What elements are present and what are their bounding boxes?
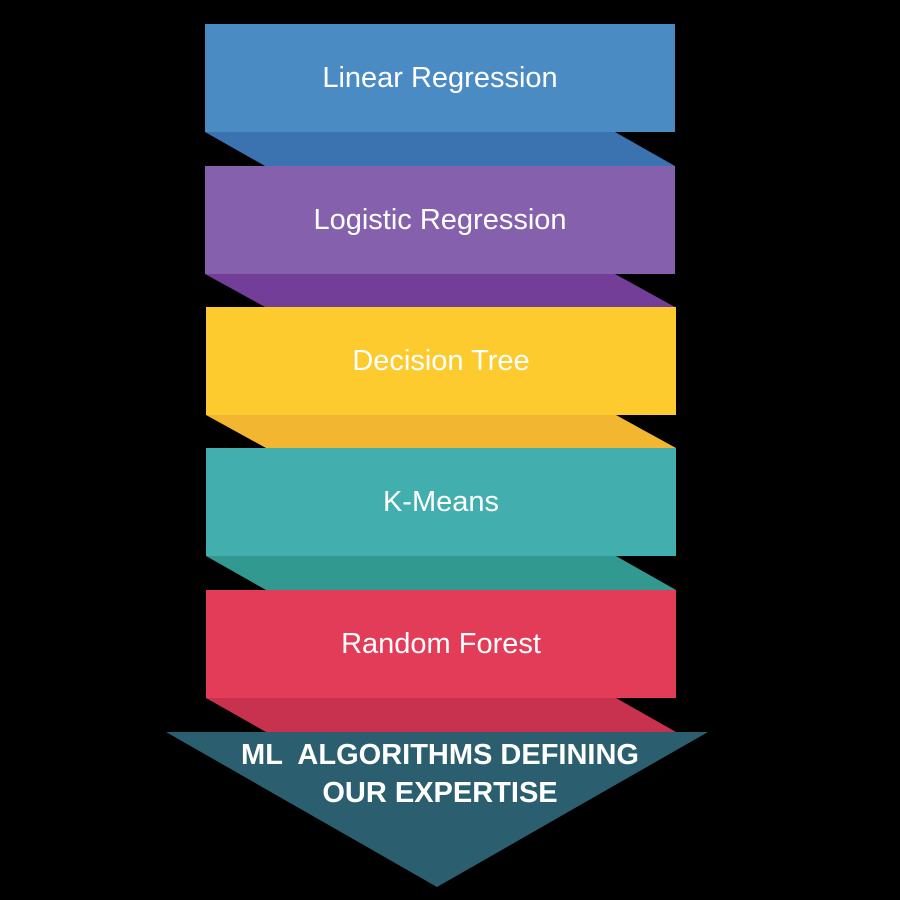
down-arrow-icon <box>166 732 708 887</box>
fold-decision-tree <box>206 415 676 448</box>
fold-k-means <box>206 556 676 590</box>
label-random-forest: Random Forest <box>341 627 541 660</box>
fold-logistic-regression <box>205 274 675 307</box>
block-random-forest <box>206 590 676 698</box>
label-decision-tree: Decision Tree <box>352 344 530 377</box>
block-linear-regression <box>205 24 675 132</box>
block-decision-tree <box>206 307 676 415</box>
block-logistic-regression <box>205 166 675 274</box>
label-k-means: K-Means <box>382 485 500 518</box>
fold-random-forest <box>206 698 676 732</box>
arrow-caption: ML ALGORITHMS DEFINING OUR EXPERTISE <box>190 736 690 812</box>
block-k-means <box>206 448 676 556</box>
arrow-caption-line-1: ML ALGORITHMS DEFINING <box>241 739 639 771</box>
fold-linear-regression <box>205 132 675 166</box>
label-linear-regression: Linear Regression <box>322 61 558 94</box>
label-logistic-regression: Logistic Regression <box>313 203 567 236</box>
arrow-caption-line-2: OUR EXPERTISE <box>322 777 558 809</box>
